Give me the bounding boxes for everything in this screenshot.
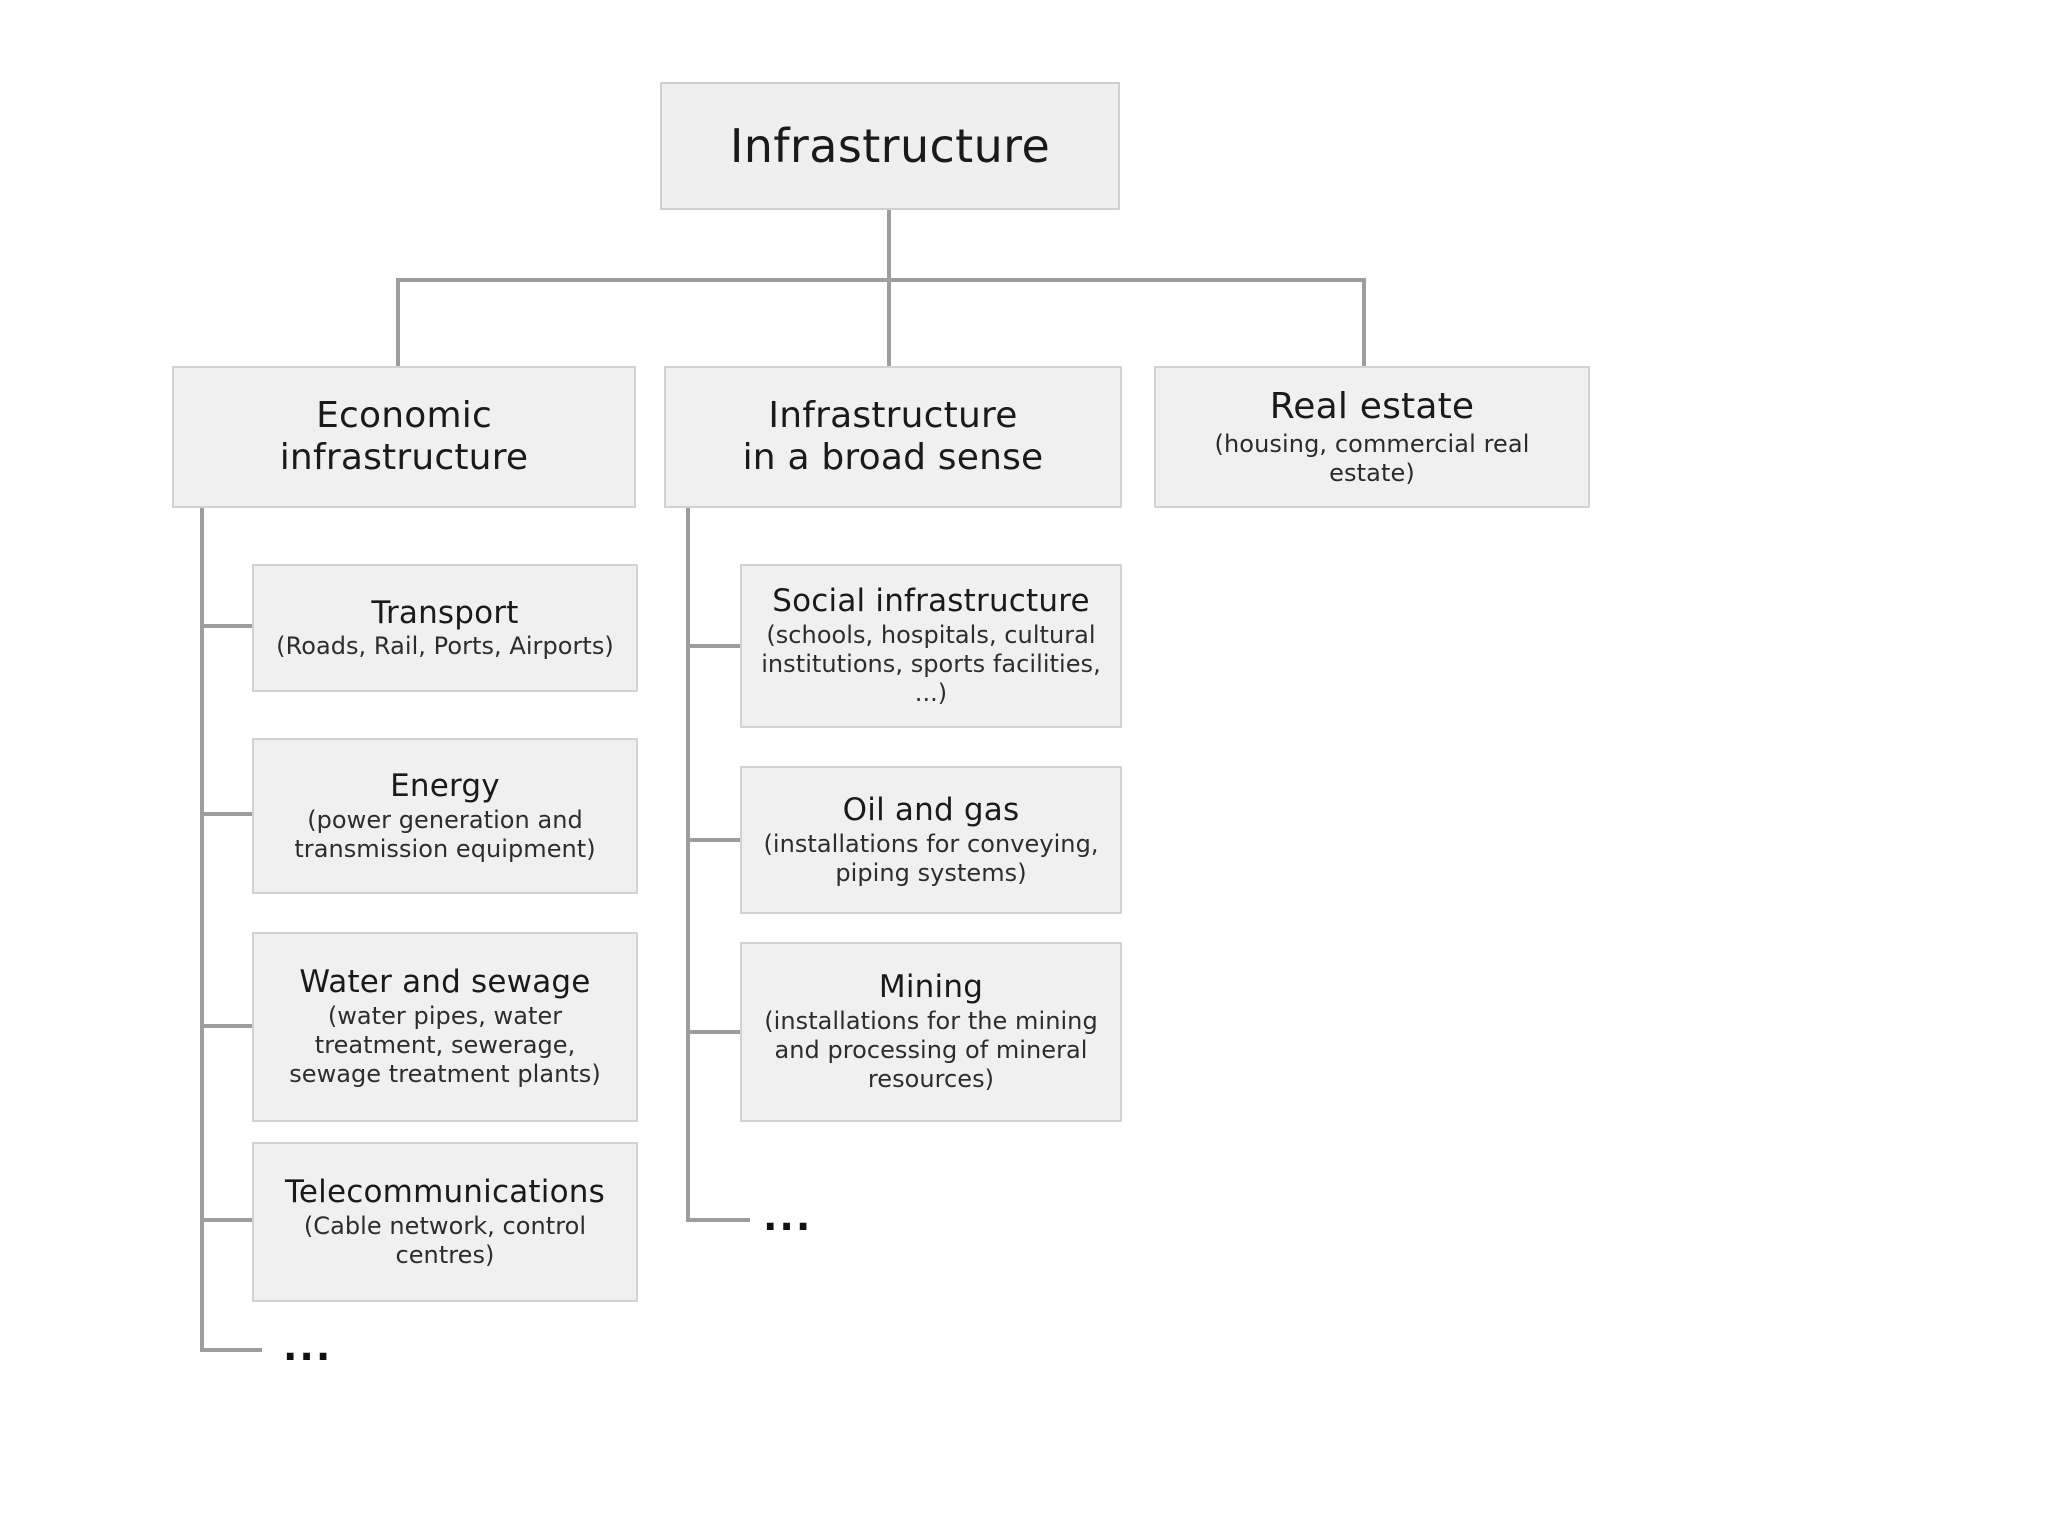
connector-root-stem: [887, 210, 891, 282]
node-title: Real estate: [1269, 385, 1475, 427]
node-infrastructure-broad-sense[interactable]: Infrastructure in a broad sense: [664, 366, 1122, 508]
connector-drop-broad: [887, 278, 891, 368]
node-energy[interactable]: Energy (power generation and transmissio…: [252, 738, 638, 894]
node-subtitle: (power generation and transmission equip…: [294, 805, 596, 863]
connector-horizontal-bus: [396, 278, 1366, 282]
node-subtitle: (Roads, Rail, Ports, Airports): [276, 632, 614, 661]
connector-stub-mining: [686, 1030, 744, 1034]
ellipsis-broad-more: ...: [763, 1195, 813, 1239]
node-mining[interactable]: Mining (installations for the mining and…: [740, 942, 1122, 1122]
connector-trunk-economic: [200, 508, 204, 1352]
node-economic-infrastructure[interactable]: Economic infrastructure: [172, 366, 636, 508]
node-telecommunications[interactable]: Telecommunications (Cable network, contr…: [252, 1142, 638, 1302]
node-subtitle: (installations for conveying, piping sys…: [763, 829, 1099, 887]
node-title: Transport: [371, 594, 519, 631]
node-title: Water and sewage: [299, 964, 591, 1001]
connector-stub-economic-more: [200, 1348, 262, 1352]
connector-stub-transport: [200, 624, 256, 628]
connector-stub-water: [200, 1024, 256, 1028]
node-transport[interactable]: Transport (Roads, Rail, Ports, Airports): [252, 564, 638, 692]
node-title: Social infrastructure: [772, 583, 1090, 620]
connector-stub-telecom: [200, 1218, 256, 1222]
node-title: Oil and gas: [842, 791, 1020, 828]
connector-stub-oilgas: [686, 838, 744, 842]
node-title: Infrastructure in a broad sense: [742, 394, 1044, 478]
node-water-and-sewage[interactable]: Water and sewage (water pipes, water tre…: [252, 932, 638, 1122]
node-subtitle: (housing, commercial real estate): [1214, 429, 1530, 488]
connector-stub-broad-more: [686, 1218, 750, 1222]
node-subtitle: (water pipes, water treatment, sewerage,…: [289, 1001, 601, 1089]
node-infrastructure-root[interactable]: Infrastructure: [660, 82, 1120, 210]
node-subtitle: (schools, hospitals, cultural institutio…: [761, 620, 1101, 708]
node-oil-and-gas[interactable]: Oil and gas (installations for conveying…: [740, 766, 1122, 914]
node-title: Mining: [878, 969, 984, 1006]
node-social-infrastructure[interactable]: Social infrastructure (schools, hospital…: [740, 564, 1122, 728]
connector-drop-economic: [396, 278, 400, 368]
ellipsis-economic-more: ...: [283, 1325, 333, 1369]
connector-stub-social: [686, 644, 744, 648]
node-subtitle: (Cable network, control centres): [303, 1211, 587, 1269]
node-title: Telecommunications: [285, 1173, 605, 1210]
node-title: Energy: [390, 767, 500, 804]
connector-drop-real-estate: [1362, 278, 1366, 368]
connector-stub-energy: [200, 812, 256, 816]
connector-trunk-broad: [686, 508, 690, 1222]
node-real-estate[interactable]: Real estate (housing, commercial real es…: [1154, 366, 1590, 508]
node-subtitle: (installations for the mining and proces…: [764, 1006, 1098, 1094]
node-title: Infrastructure: [729, 118, 1051, 173]
node-title: Economic infrastructure: [279, 394, 529, 478]
